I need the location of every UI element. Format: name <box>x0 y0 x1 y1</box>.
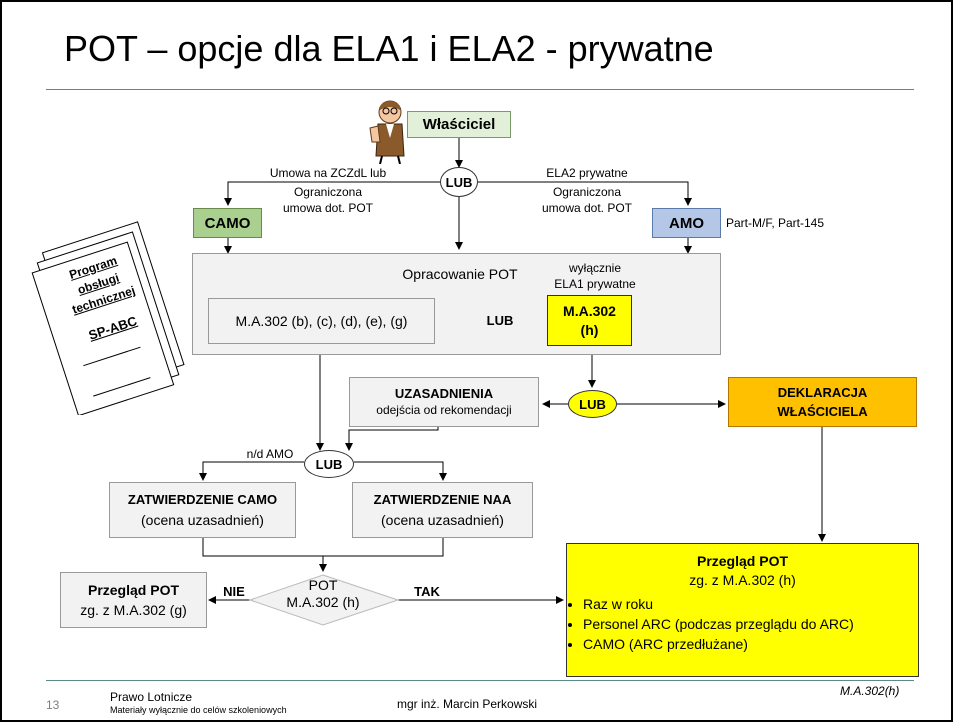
review-g-sub: zg. z M.A.302 (g) <box>80 602 187 618</box>
owner-box: Właściciel <box>407 111 511 138</box>
footer-note: Materiały wyłącznie do celów szkoleniowy… <box>110 705 287 715</box>
page-number: 13 <box>46 698 60 712</box>
approval-camo-box: ZATWIERDZENIE CAMO (ocena uzasadnień) <box>109 482 296 538</box>
edge-left-line2: Ograniczona <box>293 185 363 199</box>
ma302-options-box: M.A.302 (b), (c), (d), (e), (g) <box>208 298 435 344</box>
declaration-box: DEKLARACJA WŁAŚCICIELA <box>728 377 917 427</box>
amo-box: AMO <box>652 208 721 238</box>
justification-box: UZASADNIENIA odejścia od rekomendacji <box>349 377 539 427</box>
approval-naa-title: ZATWIERDZENIE NAA <box>373 492 512 507</box>
camo-box: CAMO <box>193 208 262 238</box>
declaration-line2: WŁAŚCICIELA <box>777 404 868 419</box>
edge-left-line3: umowa dot. POT <box>282 201 374 215</box>
review-g-title: Przegląd POT <box>87 582 180 598</box>
edge-left-line1: Umowa na ZCZdL lub <box>269 166 387 180</box>
edge-right-line3: umowa dot. POT <box>541 201 633 215</box>
title-rule <box>46 89 914 90</box>
ma302h-line2: (h) <box>580 321 599 338</box>
footer-ref: M.A.302(h) <box>840 684 900 698</box>
decision-yes-label: TAK <box>414 584 440 599</box>
decision-label: POT M.A.302 (h) <box>273 577 373 611</box>
review-h-list: Raz w roku Personel ARC (podczas przeglą… <box>567 594 918 654</box>
ma302h-box: M.A.302 (h) <box>547 295 632 346</box>
amo-note: Part-M/F, Part-145 <box>726 216 825 230</box>
approval-naa-box: ZATWIERDZENIE NAA (ocena uzasadnień) <box>352 482 533 538</box>
na-amo-label: n/d AMO <box>246 447 294 461</box>
decision-line2: M.A.302 (h) <box>286 594 360 610</box>
declaration-line1: DEKLARACJA <box>777 385 868 400</box>
develop-pot-title: Opracowanie POT <box>402 266 518 282</box>
review-g-box: Przegląd POT zg. z M.A.302 (g) <box>60 572 207 628</box>
or-top-oval: LUB <box>440 167 478 197</box>
slide-title: POT – opcje dla ELA1 i ELA2 - prywatne <box>64 28 714 69</box>
review-h-item-2: Personel ARC (podczas przeglądu do ARC) <box>583 614 918 634</box>
document-stack-icon <box>31 221 185 415</box>
review-h-sub: zg. z M.A.302 (h) <box>689 572 796 588</box>
review-h-title: Przegląd POT <box>696 553 789 569</box>
review-h-box: Przegląd POT zg. z M.A.302 (h) Raz w rok… <box>566 543 919 677</box>
edge-label-left: Umowa na ZCZdL lub Ograniczona umowa dot… <box>238 165 418 216</box>
justification-sub: odejścia od rekomendacji <box>376 403 512 417</box>
approval-naa-sub: (ocena uzasadnień) <box>381 512 504 528</box>
edge-right-line2: Ograniczona <box>552 185 622 199</box>
owner-figure-icon <box>369 100 405 164</box>
or-bottom-oval: LUB <box>304 450 354 478</box>
review-h-item-3: CAMO (ARC przedłużane) <box>583 634 918 654</box>
approval-camo-title: ZATWIERDZENIE CAMO <box>127 492 278 507</box>
decision-line1: POT <box>308 577 338 593</box>
review-h-item-1: Raz w roku <box>583 594 918 614</box>
justification-title: UZASADNIENIA <box>394 386 494 401</box>
edge-label-right: ELA2 prywatne Ograniczona umowa dot. POT <box>512 165 662 216</box>
ma302h-line1: M.A.302 <box>563 302 616 319</box>
decision-no-label: NIE <box>223 584 245 599</box>
approval-camo-sub: (ocena uzasadnień) <box>141 512 264 528</box>
ela1-note: wyłącznie ELA1 prywatne <box>545 260 645 292</box>
ela1-note-line1: wyłącznie <box>568 261 622 275</box>
ela1-note-line2: ELA1 prywatne <box>554 277 636 291</box>
edge-right-line1: ELA2 prywatne <box>546 166 628 180</box>
or-inner-label: LUB <box>486 313 514 328</box>
footer-author: mgr inż. Marcin Perkowski <box>397 697 538 711</box>
footer-org: Prawo Lotnicze <box>110 690 193 704</box>
footer-rule <box>46 680 914 681</box>
or-middle-oval: LUB <box>568 390 617 418</box>
